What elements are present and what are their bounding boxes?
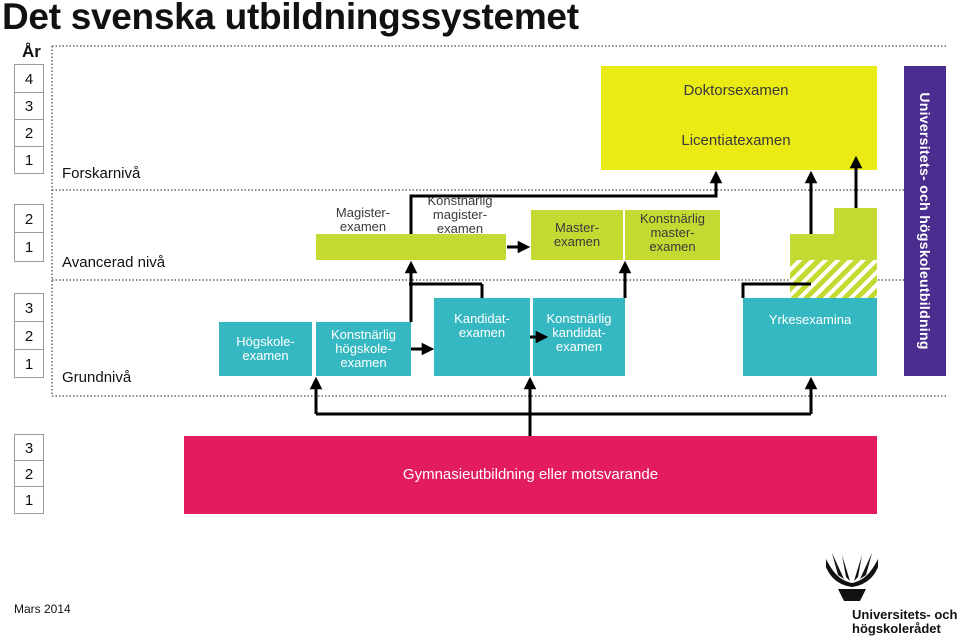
year-cell: 1	[14, 349, 44, 378]
year-cell: 4	[14, 64, 44, 93]
konstnarlig-hogskoleexamen-box: Konstnärlig högskole- examen	[316, 322, 411, 376]
logo-text: Universitets- och högskolerådet	[852, 607, 958, 636]
level-avancerad: Avancerad nivå	[62, 254, 166, 271]
masterexamen-box	[531, 210, 623, 260]
konstnarlig-masterexamen-label: Konstnärlig master- examen	[639, 211, 706, 254]
gymnasie-box: Gymnasieutbildning eller motsvarande	[184, 436, 877, 514]
year-cell: 2	[14, 460, 44, 487]
footer-date: Mars 2014	[14, 602, 71, 616]
level-grundniva: Grundnivå	[62, 369, 132, 386]
masterexamen-label: Master- examen	[553, 220, 601, 249]
konstnarlig-masterexamen-box	[625, 210, 720, 260]
yrkes-step-high	[834, 208, 877, 260]
side-label-box: Universitets- och högskoleutbildning	[904, 66, 946, 376]
konstnarlig-kandidatexamen-box	[533, 298, 625, 376]
year-cell: 1	[14, 146, 44, 174]
konstnarlig-kandidatexamen-label: Konstnärlig kandidat- examen	[546, 311, 612, 354]
kandidatexamen-box	[434, 298, 530, 376]
level-forskarniva: Forskarnivå	[62, 165, 141, 182]
uhr-logo-icon	[826, 553, 878, 601]
yrkesexamina-label: Yrkesexamina	[768, 312, 852, 327]
yrkes-step-low	[790, 234, 834, 260]
page-title: Det svenska utbildningssystemet	[2, 0, 579, 37]
yrkes-hatched	[790, 260, 877, 298]
forskarniva-block	[601, 66, 877, 170]
magisterexamen-label: Magister- examen	[335, 205, 391, 234]
yrkesexamina-box	[743, 298, 877, 376]
year-cell: 1	[14, 486, 44, 514]
hogskoleexamen-box: Högskole- examen	[219, 322, 312, 376]
year-cell: 3	[14, 293, 44, 322]
year-cell: 1	[14, 232, 44, 262]
year-header: År	[22, 42, 41, 61]
doktorsexamen-label: Doktorsexamen	[683, 82, 789, 99]
kandidatexamen-label: Kandidat- examen	[454, 311, 510, 340]
licentiatexamen-label: Licentiatexamen	[681, 132, 791, 149]
avancerad-bar	[316, 234, 506, 260]
